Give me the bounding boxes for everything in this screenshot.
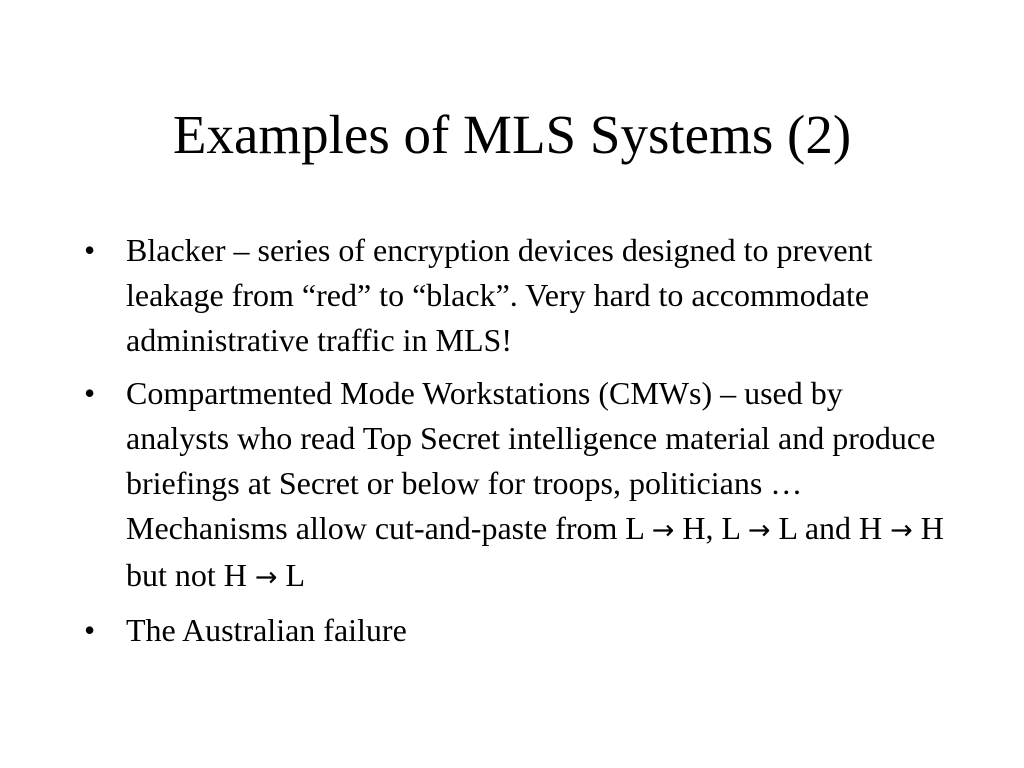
bullet-text-blacker: Blacker – series of encryption devices d… <box>126 232 873 358</box>
bullet-item-australian: • The Australian failure <box>84 608 944 653</box>
bullet-item-blacker: • Blacker – series of encryption devices… <box>84 228 944 363</box>
bullet-text-australian: The Australian failure <box>126 612 407 648</box>
arrow-right-icon: → <box>890 515 913 546</box>
slide-title: Examples of MLS Systems (2) <box>172 104 852 165</box>
bullet-icon: • <box>84 612 96 648</box>
bullet-item-cmw: • Compartmented Mode Workstations (CMWs)… <box>84 371 944 600</box>
arrow-right-icon: → <box>747 515 771 546</box>
bullet-icon: • <box>84 232 96 268</box>
bullet-icon: • <box>84 375 96 411</box>
arrow-right-icon: → <box>651 515 675 546</box>
bullet-text-cmw-part-4: H but not H <box>126 510 944 593</box>
bullet-text-cmw-part-2: H, L <box>674 510 748 546</box>
bullet-text-cmw-part-5: L <box>277 557 306 593</box>
bullet-text-cmw-part-1: Compartmented Mode Workstations (CMWs) –… <box>126 375 936 546</box>
arrow-right-icon: → <box>254 562 278 593</box>
bullet-text-cmw-part-3: L and H <box>770 510 891 546</box>
bullet-list: • Blacker – series of encryption devices… <box>84 228 944 661</box>
